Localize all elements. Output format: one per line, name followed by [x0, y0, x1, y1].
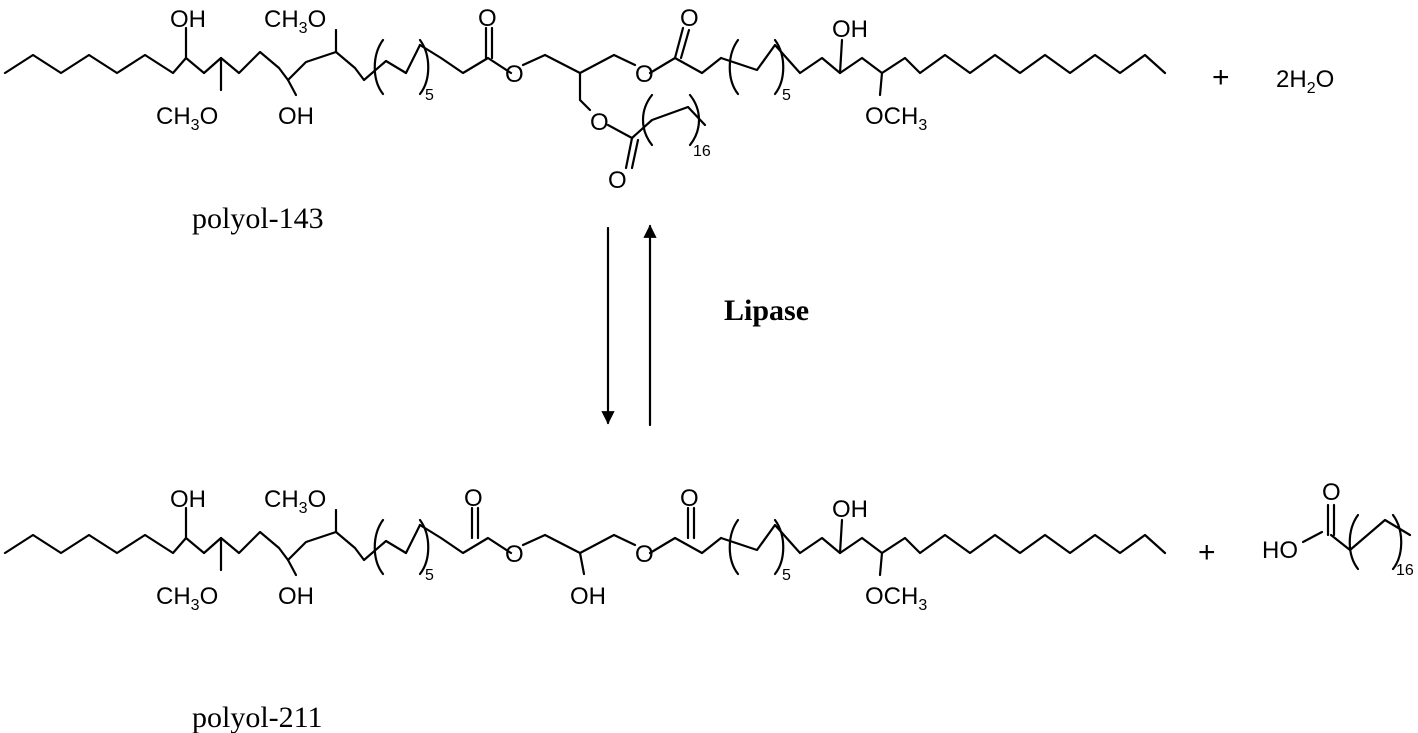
- bonds-polyol-143: [3, 26, 1167, 170]
- molecule-stearic-acid: HO O 16: [1262, 479, 1414, 579]
- repeat-count: 16: [1396, 562, 1414, 579]
- hydroxyl-label: OH: [278, 583, 314, 610]
- ester-oxygen: O: [635, 61, 654, 88]
- plus-sign: +: [1198, 536, 1216, 569]
- ester-oxygen: O: [505, 61, 524, 88]
- carbonyl-oxygen: O: [680, 5, 699, 32]
- bonds-stearic-acid: [1301, 503, 1412, 571]
- molecule-polyol-143: OH CH3O CH3O OH 5 O O O O 5 OH OCH3 O 16…: [3, 5, 1167, 194]
- water-label: 2H2O: [1276, 66, 1334, 97]
- ester-oxygen: O: [590, 109, 609, 136]
- molecule-polyol-211: OH CH3O CH3O OH 5 O O OH O O 5 OH OCH3: [3, 485, 1167, 614]
- hydroxyl-label: OH: [170, 486, 206, 513]
- repeat-count: 5: [425, 567, 434, 584]
- carbonyl-oxygen: O: [1322, 479, 1341, 506]
- hydroxyl-label: OH: [832, 16, 868, 43]
- compound-label-polyol-211: polyol-211: [192, 701, 323, 733]
- repeat-count: 5: [782, 567, 791, 584]
- compound-label-polyol-143: polyol-143: [192, 202, 324, 235]
- plus-sign: +: [1212, 61, 1230, 94]
- methoxy-label: CH3O: [264, 6, 326, 37]
- repeat-count: 5: [782, 87, 791, 104]
- hydroxyl-label: OH: [278, 103, 314, 130]
- bonds-polyol-211: [3, 506, 1167, 577]
- methoxy-label: CH3O: [156, 583, 218, 614]
- carbonyl-oxygen: O: [478, 5, 497, 32]
- hydroxyl-label: HO: [1262, 537, 1298, 564]
- methoxy-label: CH3O: [156, 103, 218, 134]
- ester-oxygen: O: [505, 541, 524, 568]
- carbonyl-oxygen: O: [464, 485, 483, 512]
- carbonyl-oxygen: O: [680, 485, 699, 512]
- equilibrium-arrows: [601, 224, 657, 427]
- repeat-count: 16: [693, 143, 711, 160]
- hydroxyl-label: OH: [570, 583, 606, 610]
- catalyst-label: Lipase: [724, 294, 809, 327]
- carbonyl-oxygen: O: [608, 167, 627, 194]
- methoxy-label: OCH3: [865, 103, 927, 134]
- ester-oxygen: O: [635, 541, 654, 568]
- methoxy-label: OCH3: [865, 583, 927, 614]
- hydroxyl-label: OH: [832, 496, 868, 523]
- methoxy-label: CH3O: [264, 486, 326, 517]
- hydroxyl-label: OH: [170, 6, 206, 33]
- repeat-count: 5: [425, 87, 434, 104]
